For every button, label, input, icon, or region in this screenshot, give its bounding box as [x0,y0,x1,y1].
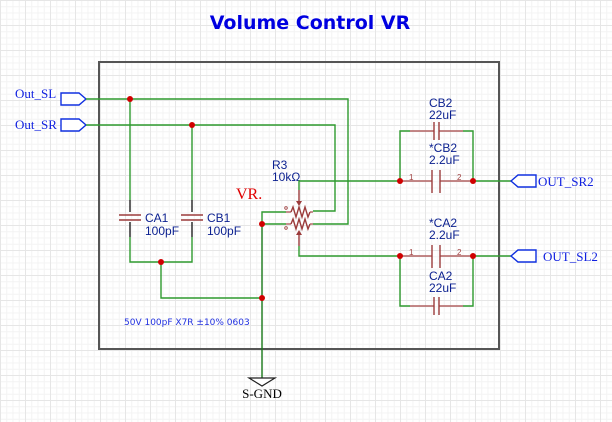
r3b-zigzag [290,216,311,232]
r3-designator: R3 [272,158,288,172]
wire-vr-gnd-top [261,211,286,224]
ca1-designator: CA1 [145,211,169,225]
ca2s-pin2: 2 [457,248,462,257]
ca2-designator: CA2 [429,269,453,283]
wire-wiper-sl [298,246,400,257]
junction-dot [397,253,403,259]
junction-dot [189,122,195,128]
cb1-designator: CB1 [207,211,231,225]
ca2s-pin1: 1 [409,248,414,257]
port-out-sl2-label: OUT_SL2 [543,249,598,264]
r3-value: 10kΩ [272,170,300,184]
ground-symbol [246,377,278,387]
capacitor-spec-note: 50V 100pF X7R ±10% 0603 [124,318,250,328]
junction-dot [259,221,265,227]
ca1-value: 100pF [145,224,179,238]
ground-label: S-GND [242,386,282,401]
wire-ca2-left [399,256,410,307]
port-out-sr[interactable]: Out_SR [15,117,88,132]
cb2s-value: 2.2uF [429,153,460,167]
junction-dot [470,178,476,184]
capacitor-cb1[interactable] [181,214,203,221]
capacitor-cb2-star[interactable] [400,170,473,193]
junction-dot [470,253,476,259]
r3a-wiper-arrow-icon [296,201,302,206]
potentiometer-r3[interactable] [284,190,313,246]
port-out-sr2-label: OUT_SR2 [538,174,594,189]
wire-ca1-cb1-bottom [129,237,193,263]
r3a-zigzag [290,204,311,220]
port-out-sr-shape [60,118,88,132]
cb1-value: 100pF [207,224,241,238]
port-out-sr2-shape [509,174,537,188]
wire-ca2-right [463,256,474,307]
r3a-pin1-mark [284,206,288,210]
cb2s-pin1: 1 [409,173,414,182]
capacitor-ca2[interactable] [410,297,463,315]
port-out-sr2[interactable]: OUT_SR2 [509,174,594,189]
r3b-wiper-arrow-icon [296,230,302,235]
cb2s-designator: *CB2 [429,141,457,155]
ca2s-value: 2.2uF [429,228,460,242]
wire-wiper-sr [298,180,400,190]
ca2-value: 22uF [429,281,456,295]
cb2s-pin2: 2 [457,173,462,182]
junction-dot [127,96,133,102]
junction-dot [158,259,164,265]
r3b-pin1-mark [284,226,288,230]
port-out-sl-shape [60,92,88,106]
junction-dot [397,178,403,184]
ca2s-designator: *CA2 [429,216,457,230]
port-out-sl[interactable]: Out_SL [15,86,88,106]
schematic-title: Volume Control VR [210,12,411,34]
ground-icon [246,377,278,387]
wire-out-sr [86,124,336,212]
cb2-designator: CB2 [429,96,453,110]
sheet-frame [98,61,500,350]
wire-cb2-left [399,130,410,181]
capacitor-ca2-star[interactable] [400,245,473,268]
wire-cb2-right [463,130,474,181]
capacitor-cb2[interactable] [410,122,463,140]
junction-dot [259,295,265,301]
port-out-sl-label: Out_SL [15,86,56,101]
port-out-sr-label: Out_SR [15,117,57,132]
wire-out-sl [86,98,349,225]
port-out-sl2[interactable]: OUT_SL2 [509,249,598,264]
vr-net-label: VR. [236,186,262,203]
cb2-value: 22uF [429,108,456,122]
port-out-sl2-shape [509,249,537,263]
capacitor-ca1[interactable] [119,214,141,221]
wire-cap-ground [160,262,262,299]
